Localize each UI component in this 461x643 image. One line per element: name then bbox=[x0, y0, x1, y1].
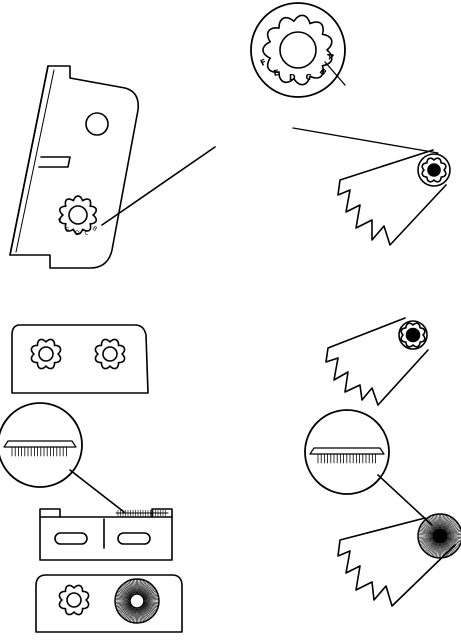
gear-fitting-left bbox=[31, 339, 60, 368]
leader-line bbox=[70, 470, 124, 512]
knurl-line bbox=[439, 514, 440, 528]
dial-letter: D bbox=[289, 73, 296, 82]
dial-letter: A bbox=[325, 52, 336, 62]
assembly-top-view bbox=[36, 575, 182, 632]
dial-letter: D bbox=[75, 230, 80, 237]
serration-teeth bbox=[12, 447, 66, 456]
dial-letter: B bbox=[91, 225, 98, 233]
dial-letter: C bbox=[305, 72, 313, 82]
knurl-line bbox=[440, 544, 441, 558]
dial-letter: C bbox=[83, 229, 89, 237]
dial-letter: E bbox=[65, 226, 70, 234]
arm-blade-detail bbox=[338, 514, 461, 606]
leader-line bbox=[102, 147, 215, 225]
knurl-line bbox=[439, 544, 440, 558]
dial-letter: B bbox=[318, 67, 328, 78]
dial-letter: F bbox=[57, 217, 63, 225]
leader-line bbox=[293, 128, 438, 153]
gear-fitting-right bbox=[95, 339, 124, 368]
pin-block bbox=[12, 325, 148, 393]
assembly-side-view bbox=[40, 509, 172, 560]
adjuster-dial: F E D C B bbox=[57, 196, 98, 237]
knurl-line bbox=[440, 514, 441, 528]
arm-blade-detail bbox=[338, 150, 450, 245]
gear-fitting bbox=[59, 585, 88, 614]
magnified-profile-right bbox=[305, 410, 389, 494]
magnified-profile-left bbox=[0, 403, 82, 487]
dial-letter: E bbox=[273, 68, 280, 78]
adjuster-body bbox=[10, 66, 138, 268]
arm-blade-detail bbox=[326, 318, 428, 405]
serration-teeth bbox=[318, 454, 376, 463]
magnified-dial: F E D C B A bbox=[251, 3, 345, 97]
dial-letter: F bbox=[259, 57, 268, 67]
